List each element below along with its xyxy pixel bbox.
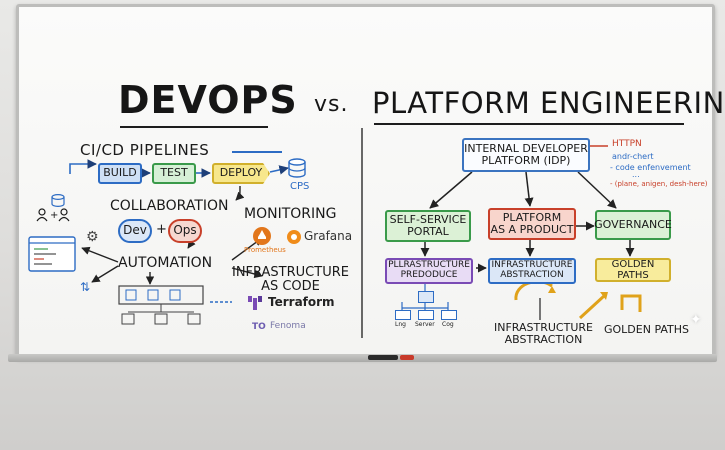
- deploy-icon: ⇅: [80, 280, 91, 294]
- marker-tray: [8, 354, 717, 362]
- governance-box: GOVERNANCE: [594, 210, 672, 240]
- terraform-label: Terraform: [268, 295, 335, 309]
- tree-node-root: [418, 291, 434, 303]
- notes-line-4: ...: [632, 170, 640, 179]
- platform-as-a-product-box: PLATFORM AS A PRODUCT: [488, 208, 576, 240]
- tree-label-lng: Lng: [395, 321, 406, 328]
- plus-sign: +: [156, 222, 167, 237]
- deploy-stage-box: DEPLOY: [212, 163, 270, 184]
- automation-workflow-diagram: [118, 284, 210, 328]
- team-icon: +: [36, 192, 70, 222]
- faded-label: Fenoma: [270, 321, 306, 331]
- faded-logo-icon: TO: [252, 322, 266, 332]
- build-stage-box: BUILD: [98, 163, 142, 184]
- tree-node-lng: [395, 310, 411, 320]
- dev-badge: Dev: [118, 219, 152, 243]
- marker: [368, 355, 398, 360]
- notes-line-5: - (plane, anigen, desh-here): [610, 180, 708, 188]
- tree-label-server: Server: [415, 321, 435, 328]
- vs-label: vs.: [314, 92, 349, 117]
- idp-box: INTERNAL DEVELOPER PLATFORM (IDP): [462, 138, 590, 172]
- infrastructure-abstraction-box: INFRASTRUCTURE ABSTRACTION: [488, 258, 576, 284]
- automation-label: AUTOMATION: [118, 255, 213, 271]
- self-service-portal-box: SELF-SERVICE PORTAL: [385, 210, 471, 242]
- marker: [400, 355, 414, 360]
- pipeline-top-line: [232, 151, 282, 153]
- golden-paths-caption: GOLDEN PATHS: [604, 323, 690, 336]
- prometheus-label: Prometheus: [244, 246, 286, 254]
- platform-engineering-title: PLATFORM ENGINEERING: [372, 86, 725, 120]
- collaboration-label: COLLABORATION: [110, 198, 229, 214]
- pllrastructure-box: PLLRASTRUCTURE PREDODUCE: [385, 258, 473, 284]
- notes-line-3: - code enfenvement: [610, 163, 691, 172]
- infrastructure-as-code-label: INFRASTRUCTURE AS CODE: [232, 265, 349, 295]
- cps-label: CPS: [290, 181, 310, 192]
- terraform-icon: [248, 296, 264, 310]
- gear-icon: ⚙: [86, 229, 99, 245]
- notes-line-2: andr-chert: [612, 152, 654, 161]
- tree-label-cog: Cog: [442, 321, 454, 328]
- monitoring-label: MONITORING: [244, 206, 337, 222]
- prometheus-icon: [252, 226, 272, 246]
- database-icon: [288, 158, 306, 178]
- svg-text:+: +: [50, 210, 58, 221]
- golden-paths-box: GOLDEN PATHS: [595, 258, 671, 282]
- grafana-icon: [286, 229, 302, 245]
- ops-badge: Ops: [168, 219, 202, 243]
- tree-node-server: [418, 310, 434, 320]
- infrastructure-abstraction-caption: INFRASTRUCTURE ABSTRACTION: [494, 321, 593, 347]
- notes-line-1: HTTPN: [612, 139, 642, 149]
- sparkle-icon: ✦: [690, 312, 702, 328]
- test-stage-box: TEST: [152, 163, 196, 184]
- tree-node-cog: [441, 310, 457, 320]
- cicd-pipelines-label: CI/CD PIPELINES: [80, 141, 210, 159]
- grafana-label: Grafana: [304, 229, 353, 243]
- code-window-icon: [28, 236, 76, 272]
- devops-title: DEVOPS: [118, 78, 298, 122]
